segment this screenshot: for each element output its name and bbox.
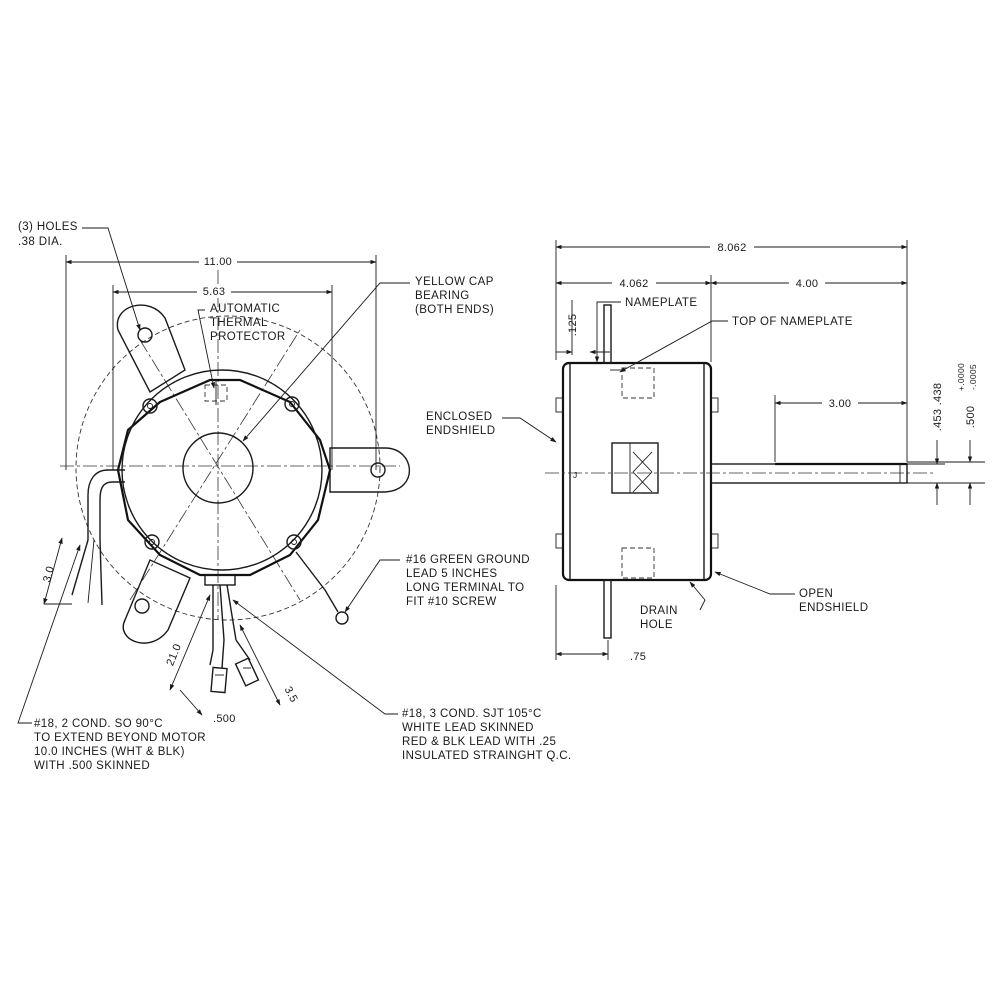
svg-text:J: J [573,470,578,480]
ground-callout-line4: FIT #10 SCREW [406,596,497,608]
enclosed-endshield-line1: ENCLOSED [426,411,492,423]
qc-terminal-1 [210,666,228,694]
mounting-hole-upper [137,327,153,343]
open-endshield-line1: OPEN [799,588,833,600]
front-view: 11.00 5.63 (3) HOLES .38 DIA. AUTOMATIC … [17,221,572,772]
two-cond-line1: #18, 2 COND. SO 90°C [34,718,163,730]
shaft-boss [182,432,254,504]
shaft-tolerance-minus: -.0005 [968,364,978,390]
bearing-callout-line2: BEARING [415,290,470,302]
three-cond-line1: #18, 3 COND. SJT 105°C [402,708,542,720]
shaft-tolerance-plus: +.0000 [956,363,966,391]
side-view: J 8.062 4.062 4.00 .125 NAMEPLATE TOP OF… [426,239,985,663]
three-cond-line4: INSULATED STRAINGHT Q.C. [402,750,572,762]
three-cond-line3: RED & BLK LEAD WITH .25 [402,736,556,748]
holes-callout-line1: (3) HOLES [18,221,78,233]
dim-skinned: .500 [213,713,236,725]
dim-body-length: 4.062 [619,278,648,290]
dim-terminal-len: 3.5 [282,685,300,705]
three-cond-line2: WHITE LEAD SKINNED [402,722,534,734]
qc-terminal-2 [234,657,260,687]
three-cond-lead-3 [226,584,237,641]
nameplate-label: NAMEPLATE [625,297,697,309]
cable-wire-2 [99,539,103,606]
mounting-hole-right [370,462,386,478]
dim-flat-depth: .453 .438 [932,383,944,432]
mounting-arm-upper [116,304,186,393]
corner-screw-nw [142,398,158,414]
corner-screw-se [286,534,302,550]
thermal-protector-line2: THERMAL [210,317,268,329]
dim-overall-length: 8.062 [717,242,746,254]
corner-screw-ne [284,396,300,412]
ground-callout-line3: LONG TERMINAL TO [406,582,524,594]
end-plate-outline [116,378,332,577]
ground-lead [295,551,339,613]
mounting-hole-lower [134,598,150,614]
diagonal-centerline-1 [139,339,301,601]
holes-callout-line2: .38 DIA. [18,236,63,248]
ground-ring-terminal [335,611,349,625]
drain-hole-line1: DRAIN [640,605,678,617]
dim-flat-length: 3.00 [829,398,852,410]
dim-shaft-dia: .500 [965,406,977,429]
mounting-stud-top [603,304,612,364]
mounting-stud-bottom [603,579,612,639]
mounting-arm-lower [122,559,191,644]
two-cond-cable [87,469,125,540]
shaft [710,463,908,484]
two-cond-line2: TO EXTEND BEYOND MOTOR [34,732,206,744]
dim-bolt-span: 5.63 [203,286,226,298]
two-cond-line4: WITH .500 SKINNED [34,760,150,772]
dim-nameplate-offset: .125 [567,314,579,337]
two-cond-line3: 10.0 INCHES (WHT & BLK) [34,746,185,758]
open-endshield-line2: ENDSHIELD [799,602,868,614]
nameplate [621,367,655,399]
corner-screw-sw [144,534,160,550]
top-nameplate-label: TOP OF NAMEPLATE [732,316,853,328]
dim-overall-width: 11.00 [204,256,232,268]
thermal-protector-line1: AUTOMATIC [210,303,280,315]
lead-exit-boss [204,574,236,586]
bearing-callout-line3: (BOTH ENDS) [415,304,494,316]
bearing-callout-line1: YELLOW CAP [415,276,494,288]
motor-body [561,361,713,582]
three-cond-lead-2 [219,584,225,641]
dim-lead-left: 3.0 [41,565,57,584]
dim-stud-offset: .75 [630,651,646,663]
dim-shaft-length: 4.00 [796,278,819,290]
cable-wire-1 [71,539,89,596]
enclosed-endshield-line2: ENDSHIELD [426,425,495,437]
terminal-block [611,442,659,494]
ground-callout-line1: #16 GREEN GROUND [406,554,530,566]
drain-hole-line2: HOLE [640,619,673,631]
diagonal-centerline-2 [129,329,301,601]
thermal-protector-line3: PROTECTOR [210,331,286,343]
ground-callout-line2: LEAD 5 INCHES [406,568,497,580]
fan-sweep-circle [75,315,381,621]
mounting-arm-right [329,447,411,493]
